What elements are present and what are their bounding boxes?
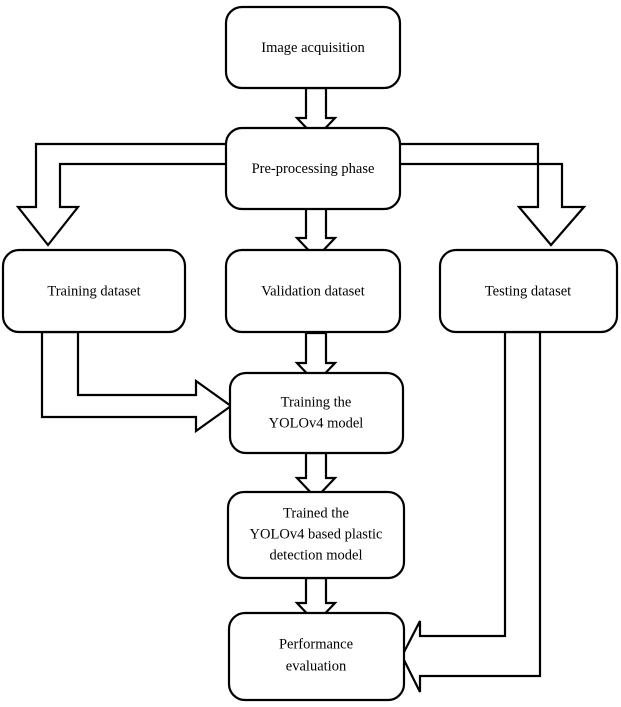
node-testing-dataset-shape bbox=[438, 248, 619, 334]
node-pre-processing-phase[interactable]: Pre-processing phase bbox=[224, 126, 402, 211]
node-training-dataset-label: Training dataset bbox=[47, 283, 140, 299]
node-training-yolov4-model-label-line2: YOLOv4 model bbox=[269, 415, 364, 431]
node-image-acquisition-label: Image acquisition bbox=[261, 40, 365, 56]
node-training-yolov4-model-label-line1: Training the bbox=[281, 394, 352, 410]
node-testing-dataset-label: Testing dataset bbox=[485, 283, 571, 299]
node-trained-detection-model-shape bbox=[226, 490, 406, 580]
node-performance-evaluation-shape bbox=[227, 611, 406, 702]
node-training-yolov4-model[interactable]: Training the YOLOv4 model bbox=[228, 371, 405, 455]
edge-testing-to-eval bbox=[400, 330, 542, 693]
node-validation-dataset-shape bbox=[224, 248, 402, 334]
node-trained-detection-model-label-line1: Trained the bbox=[283, 505, 349, 521]
node-performance-evaluation-label-line1: Performance bbox=[279, 636, 353, 652]
node-pre-processing-phase-shape bbox=[224, 126, 402, 211]
edge-model-to-trained bbox=[294, 451, 338, 500]
node-training-dataset-shape bbox=[1, 248, 187, 334]
edge-pre-to-validation bbox=[294, 206, 338, 260]
node-training-yolov4-model-shape bbox=[228, 371, 405, 455]
node-image-acquisition[interactable]: Image acquisition bbox=[224, 5, 402, 90]
node-validation-dataset-label: Validation dataset bbox=[261, 283, 364, 299]
node-performance-evaluation[interactable]: Performance evaluation bbox=[227, 611, 406, 702]
edge-pre-to-testing bbox=[397, 142, 587, 247]
node-image-acquisition-shape bbox=[224, 5, 402, 90]
node-trained-detection-model-label-line2: YOLOv4 based plastic bbox=[250, 526, 383, 542]
node-testing-dataset[interactable]: Testing dataset bbox=[438, 248, 619, 334]
node-trained-detection-model[interactable]: Trained the YOLOv4 based plastic detecti… bbox=[226, 490, 406, 580]
node-performance-evaluation-label-line2: evaluation bbox=[286, 658, 347, 674]
edge-training-to-model bbox=[40, 330, 233, 434]
node-training-dataset[interactable]: Training dataset bbox=[1, 248, 187, 334]
node-pre-processing-phase-label: Pre-processing phase bbox=[252, 161, 375, 177]
edge-pre-to-training bbox=[15, 142, 229, 247]
node-validation-dataset[interactable]: Validation dataset bbox=[224, 248, 402, 334]
node-trained-detection-model-label-line3: detection model bbox=[269, 547, 362, 563]
